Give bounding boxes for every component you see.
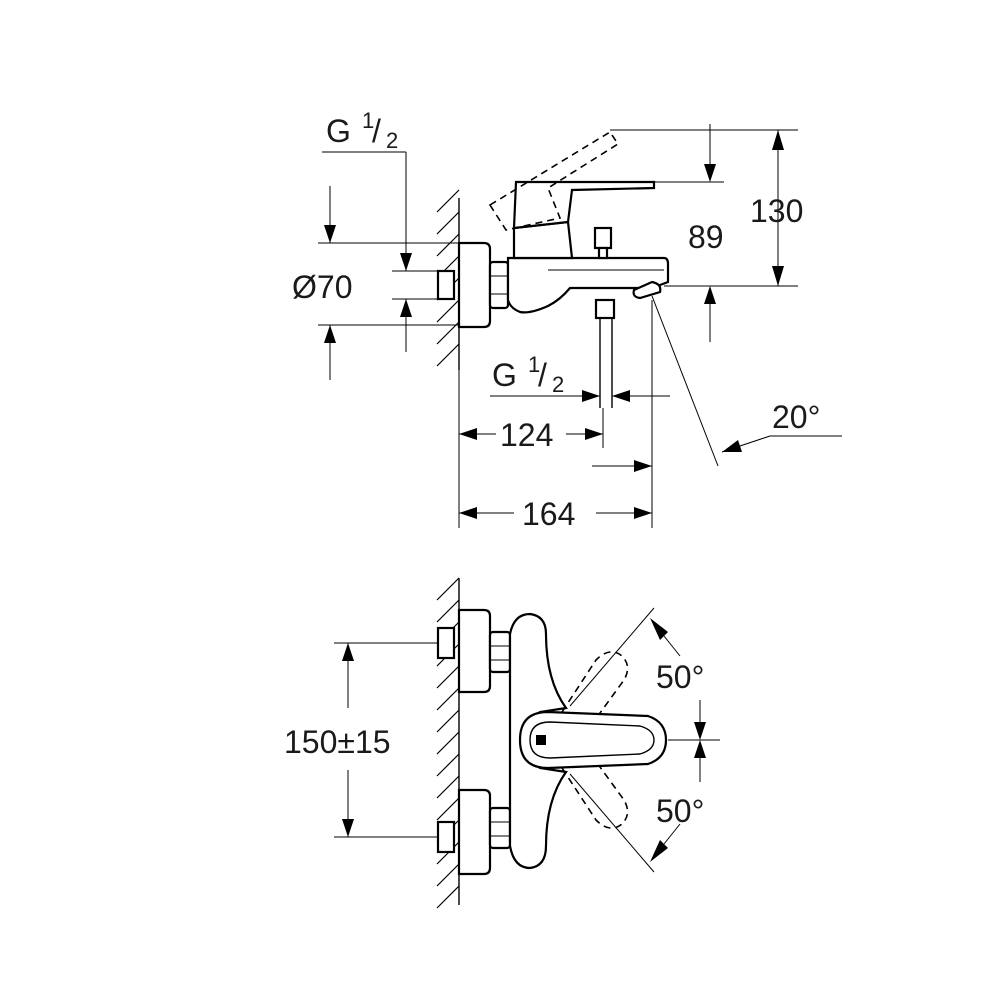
rosette-lower bbox=[457, 788, 492, 876]
side-view: G 1 / 2 Ø70 130 89 G 1 / 2 124 164 20° bbox=[292, 108, 842, 532]
mixer-body-side bbox=[506, 256, 670, 314]
svg-text:1: 1 bbox=[362, 108, 374, 133]
nut-upper bbox=[488, 630, 512, 674]
nut-top bbox=[488, 260, 510, 310]
connection-stub-top bbox=[436, 269, 456, 301]
label-thread-top: G 1 / 2 bbox=[326, 108, 398, 153]
nut-lower bbox=[488, 806, 512, 850]
label-lever-up: 50° bbox=[656, 659, 704, 695]
connection-stub-upper bbox=[436, 626, 456, 660]
label-diameter: Ø70 bbox=[292, 269, 352, 305]
lever-indicator bbox=[536, 735, 546, 745]
label-depth-124: 124 bbox=[500, 417, 553, 453]
diverter-knob bbox=[593, 226, 613, 250]
shower-outlet bbox=[594, 298, 616, 320]
rosette-upper bbox=[457, 608, 492, 694]
lever-side bbox=[512, 180, 656, 230]
aerator bbox=[632, 280, 662, 300]
svg-text:1: 1 bbox=[528, 352, 540, 377]
label-lever-down: 50° bbox=[656, 793, 704, 829]
label-thread-spout: G 1 / 2 bbox=[492, 352, 564, 397]
svg-text:2: 2 bbox=[552, 372, 564, 397]
svg-text:2: 2 bbox=[386, 128, 398, 153]
svg-text:G: G bbox=[492, 357, 517, 393]
svg-text:/: / bbox=[538, 357, 547, 393]
label-connection-spacing: 150±15 bbox=[284, 724, 391, 760]
connection-stub-lower bbox=[436, 820, 456, 854]
lever-down-dashed bbox=[560, 755, 629, 829]
svg-text:/: / bbox=[372, 113, 381, 149]
svg-text:G: G bbox=[326, 113, 351, 149]
rosette-top bbox=[457, 241, 492, 329]
label-depth-164: 164 bbox=[522, 496, 575, 532]
label-spout-angle: 20° bbox=[772, 399, 820, 435]
label-height-total: 130 bbox=[750, 193, 803, 229]
front-view: 150±15 50° 50° bbox=[284, 577, 720, 909]
label-height-spout: 89 bbox=[688, 219, 724, 255]
lever-up-dashed bbox=[560, 651, 629, 725]
lever-open-dashed bbox=[488, 130, 620, 231]
